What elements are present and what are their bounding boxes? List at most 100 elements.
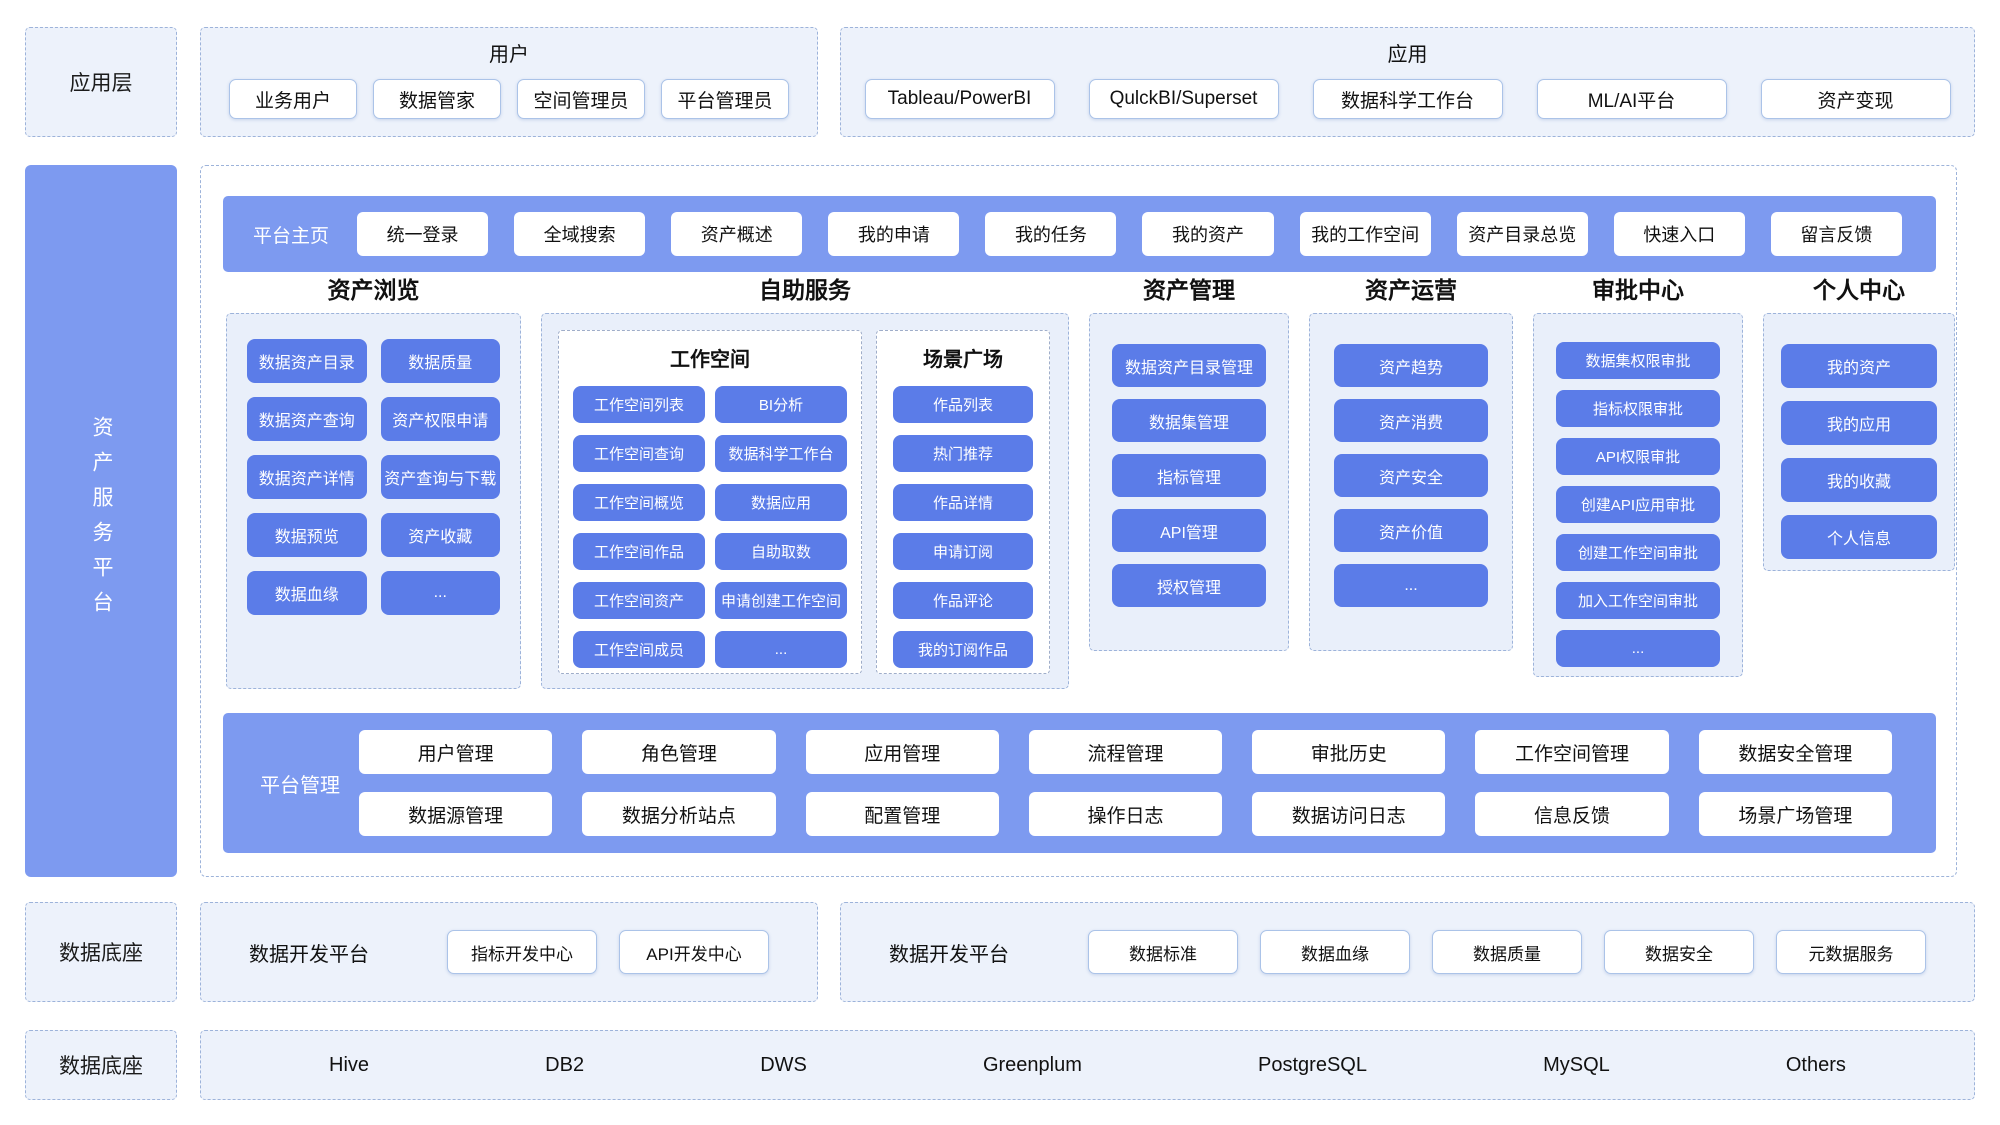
- platform-mgmt-button[interactable]: 数据源管理: [359, 792, 553, 836]
- asset-browse-button[interactable]: 数据资产查询: [247, 397, 367, 441]
- platform-mgmt-button[interactable]: 审批历史: [1252, 730, 1446, 774]
- dev-center-button[interactable]: API开发中心: [619, 930, 769, 974]
- plaza-button[interactable]: 作品详情: [893, 484, 1033, 521]
- platform-mgmt-button[interactable]: 角色管理: [582, 730, 776, 774]
- asset-mgmt-button[interactable]: 指标管理: [1112, 454, 1266, 497]
- workspace-button[interactable]: 工作空间查询: [573, 435, 705, 472]
- workspace-button[interactable]: 数据应用: [715, 484, 847, 521]
- data-governance-button[interactable]: 元数据服务: [1776, 930, 1926, 974]
- home-nav-button[interactable]: 资产概述: [671, 212, 803, 256]
- personal-button[interactable]: 我的收藏: [1781, 458, 1937, 502]
- home-nav-button[interactable]: 我的申请: [828, 212, 960, 256]
- home-nav-button[interactable]: 全域搜索: [514, 212, 646, 256]
- dev-center-button[interactable]: 指标开发中心: [447, 930, 597, 974]
- platform-mgmt-button[interactable]: 操作日志: [1028, 792, 1223, 836]
- asset-browse-button[interactable]: ...: [380, 571, 500, 615]
- database-name: MySQL: [1543, 1053, 1610, 1076]
- workspace-button[interactable]: 工作空间作品: [573, 533, 705, 570]
- asset-browse-button[interactable]: 资产查询与下载: [380, 455, 500, 499]
- asset-mgmt-button[interactable]: 数据资产目录管理: [1112, 344, 1266, 387]
- asset-browse-button[interactable]: 数据血缘: [247, 571, 367, 615]
- platform-mgmt-button[interactable]: 数据分析站点: [582, 792, 776, 836]
- workspace-button[interactable]: 工作空间成员: [573, 631, 705, 668]
- plaza-button[interactable]: 申请订阅: [893, 533, 1033, 570]
- app-button[interactable]: ML/AI平台: [1536, 79, 1727, 119]
- database-name: Greenplum: [982, 1053, 1082, 1076]
- asset-ops-button[interactable]: ...: [1334, 564, 1488, 607]
- data-governance-button[interactable]: 数据血缘: [1260, 930, 1410, 974]
- platform-mgmt-button[interactable]: 数据访问日志: [1252, 792, 1446, 836]
- asset-ops-button[interactable]: 资产价值: [1334, 509, 1488, 552]
- platform-mgmt-button[interactable]: 工作空间管理: [1475, 730, 1669, 774]
- platform-mgmt-label: 平台管理: [260, 774, 340, 797]
- user-role-button[interactable]: 空间管理员: [517, 79, 645, 119]
- data-governance-button[interactable]: 数据安全: [1604, 930, 1754, 974]
- approval-button[interactable]: API权限审批: [1556, 438, 1720, 475]
- home-nav-button[interactable]: 统一登录: [357, 212, 489, 256]
- approval-button[interactable]: ...: [1556, 630, 1720, 667]
- workspace-button[interactable]: ...: [715, 631, 847, 668]
- base-layer-label: 数据底座: [59, 1055, 143, 1078]
- asset-ops-button[interactable]: 资产趋势: [1334, 344, 1488, 387]
- approval-button[interactable]: 数据集权限审批: [1556, 342, 1720, 379]
- plaza-button[interactable]: 我的订阅作品: [893, 631, 1033, 668]
- platform-mgmt-button[interactable]: 流程管理: [1028, 730, 1223, 774]
- workspace-button[interactable]: 申请创建工作空间: [715, 582, 847, 619]
- user-role-button[interactable]: 业务用户: [229, 79, 357, 119]
- asset-browse-button[interactable]: 数据质量: [380, 339, 500, 383]
- home-nav-button[interactable]: 我的资产: [1142, 212, 1274, 256]
- asset-mgmt-button[interactable]: API管理: [1112, 509, 1266, 552]
- asset-browse-button[interactable]: 数据预览: [247, 513, 367, 557]
- platform-mgmt-bar: 平台管理 用户管理角色管理应用管理流程管理审批历史工作空间管理数据安全管理 数据…: [223, 713, 1936, 853]
- user-role-button[interactable]: 平台管理员: [661, 79, 789, 119]
- approval-button[interactable]: 指标权限审批: [1556, 390, 1720, 427]
- asset-browse-button[interactable]: 资产收藏: [380, 513, 500, 557]
- platform-mgmt-button[interactable]: 用户管理: [359, 730, 553, 774]
- workspace-button[interactable]: 自助取数: [715, 533, 847, 570]
- workspace-button[interactable]: 工作空间列表: [573, 386, 705, 423]
- home-bar-label: 平台主页: [253, 225, 330, 247]
- plaza-button[interactable]: 作品列表: [893, 386, 1033, 423]
- asset-browse-button[interactable]: 资产权限申请: [380, 397, 500, 441]
- approval-button[interactable]: 创建工作空间审批: [1556, 534, 1720, 571]
- plaza-button[interactable]: 作品评论: [893, 582, 1033, 619]
- workspace-button[interactable]: 数据科学工作台: [715, 435, 847, 472]
- app-button[interactable]: 资产变现: [1760, 79, 1951, 119]
- platform-mgmt-button[interactable]: 应用管理: [805, 730, 999, 774]
- approval-button[interactable]: 加入工作空间审批: [1556, 582, 1720, 619]
- platform-mgmt-button[interactable]: 信息反馈: [1475, 792, 1669, 836]
- asset-browse-button[interactable]: 数据资产详情: [247, 455, 367, 499]
- data-governance-button[interactable]: 数据标准: [1088, 930, 1238, 974]
- app-button[interactable]: Tableau/PowerBI: [864, 79, 1055, 119]
- personal-button[interactable]: 我的应用: [1781, 401, 1937, 445]
- scenario-plaza-buttons: 作品列表热门推荐作品详情申请订阅作品评论我的订阅作品: [877, 372, 1049, 668]
- home-nav-button[interactable]: 留言反馈: [1770, 212, 1902, 256]
- plaza-button[interactable]: 热门推荐: [893, 435, 1033, 472]
- personal-button[interactable]: 我的资产: [1781, 344, 1937, 388]
- platform-mgmt-rows: 用户管理角色管理应用管理流程管理审批历史工作空间管理数据安全管理 数据源管理数据…: [359, 730, 1892, 836]
- workspace-buttons: 工作空间列表 BI分析工作空间查询数据科学工作台工作空间概览数据应用工作空间作品自…: [559, 372, 861, 668]
- user-role-button[interactable]: 数据管家: [373, 79, 501, 119]
- asset-mgmt-button[interactable]: 数据集管理: [1112, 399, 1266, 442]
- platform-mgmt-button[interactable]: 数据安全管理: [1698, 730, 1892, 774]
- home-nav-button[interactable]: 我的任务: [985, 212, 1117, 256]
- data-governance-button[interactable]: 数据质量: [1432, 930, 1582, 974]
- app-button[interactable]: QulckBI/Superset: [1088, 79, 1279, 119]
- workspace-button[interactable]: 工作空间概览: [573, 484, 705, 521]
- platform-mgmt-button[interactable]: 配置管理: [805, 792, 999, 836]
- workspace-button[interactable]: 工作空间资产: [573, 582, 705, 619]
- approval-button[interactable]: 创建API应用审批: [1556, 486, 1720, 523]
- personal-button[interactable]: 个人信息: [1781, 515, 1937, 559]
- home-nav-button[interactable]: 我的工作空间: [1299, 212, 1431, 256]
- home-nav-button[interactable]: 快速入口: [1613, 212, 1745, 256]
- platform-mgmt-button[interactable]: 场景广场管理: [1698, 792, 1892, 836]
- asset-browse-button[interactable]: 数据资产目录: [247, 339, 367, 383]
- app-button[interactable]: 数据科学工作台: [1312, 79, 1503, 119]
- home-nav-button[interactable]: 资产目录总览: [1456, 212, 1588, 256]
- workspace-button[interactable]: BI分析: [715, 386, 847, 423]
- asset-ops-button[interactable]: 资产消费: [1334, 399, 1488, 442]
- asset-ops-button[interactable]: 资产安全: [1334, 454, 1488, 497]
- asset-mgmt-button[interactable]: 授权管理: [1112, 564, 1266, 607]
